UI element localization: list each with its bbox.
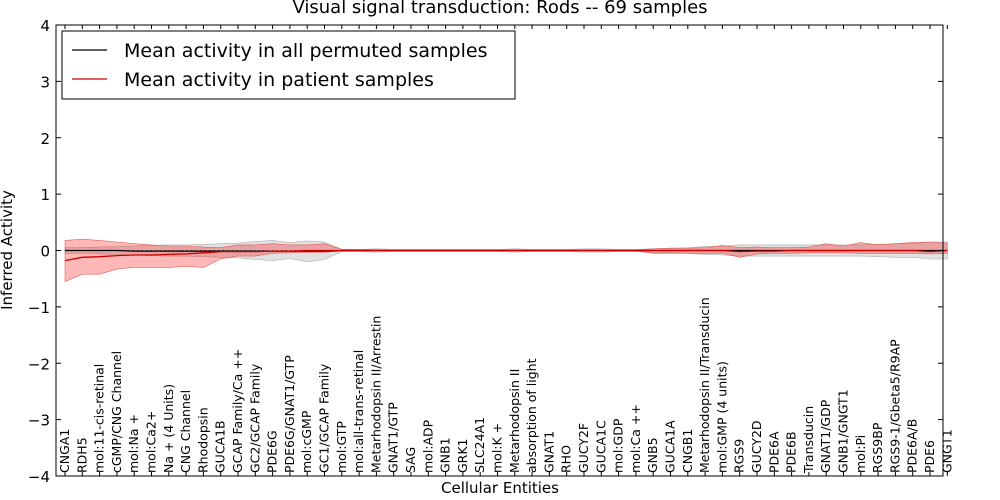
x-tick-label: PDE6 [922,440,937,473]
x-tick-label: GUCA1B [213,420,228,473]
x-tick-label: Metarhodopsin II/Arrestin [368,316,383,473]
y-tick-label: −4 [28,468,50,486]
x-tick-label: GC1/GCAP Family [317,363,332,473]
x-tick-label: RGS9-1/Gbeta5/R9AP [887,339,902,473]
y-tick-label: −3 [28,412,50,430]
plot-frame [55,24,944,477]
y-tick-label: 4 [40,17,50,35]
x-tick-label: mol:Ca ++ [628,404,643,473]
x-tick-label: PDE6A [766,431,781,473]
x-tick-label: RGS9 [732,439,747,473]
x-tick-label: GUCY2D [749,420,764,473]
y-axis-label: Inferred Activity [0,190,16,310]
x-tick-label: mol:GMP (4 units) [714,361,729,473]
x-tick-label: mol:K + [490,423,505,473]
x-tick-label: RHO [559,445,574,473]
x-tick-label: Metarhodopsin II/Transducin [697,297,712,473]
x-axis-label: Cellular Entities [441,479,559,497]
y-axis: 4 3 2 1 0 −1 −2 −3 −4 [28,17,943,486]
x-tick-label: GNB1 [438,437,453,473]
x-tick-label: SAG [403,447,418,473]
x-tick-label: absorption of light [524,358,539,473]
chart-title: Visual signal transduction: Rods -- 69 s… [292,0,707,18]
x-tick-label: SLC24A1 [472,417,487,473]
x-tick-label: mol:ADP [420,419,435,473]
x-tick-label: GCAP Family/Ca ++ [230,349,245,473]
x-tick-label: mol:Pi [853,435,868,473]
x-tick-label: GNGT1 [939,429,954,473]
x-tick-label: PDE6A/B [905,419,920,473]
x-tick-label: GNB5 [645,437,660,473]
x-tick-label: GUCY2F [576,423,591,473]
x-tick-label: mol:GTP [334,421,349,473]
x-tick-label: mol:Ca2+ [144,411,159,473]
y-tick-label: 3 [40,73,50,91]
x-tick-label: mol:cGMP [299,410,314,473]
legend-label-patient: Mean activity in patient samples [124,69,434,91]
x-tick-label: Rhodopsin [195,407,210,473]
x-tick-label: RDH5 [74,437,89,473]
x-tick-label: mol:11-cis-retinal [92,364,107,473]
x-tick-label: Na + (4 Units) [161,384,176,473]
x-tick-label: CNGA1 [57,429,72,473]
y-tick-label: 0 [40,243,50,261]
x-tick-label: mol:Na + [126,414,141,473]
x-tick-label: GNB1/GNGT1 [836,389,851,473]
x-tick-label: GC2/GCAP Family [247,363,262,473]
x-tick-label: mol:GDP [611,418,626,473]
x-tick-label: mol:all-trans-retinal [351,350,366,473]
legend: Mean activity in all permuted samples Me… [61,30,516,100]
x-tick-label: Metarhodopsin II [507,369,522,473]
x-tick-label: GUCA1C [593,420,608,473]
x-tick-label: GNAT1 [541,431,556,473]
y-tick-label: −2 [28,355,50,373]
x-tick-label: PDE6G/GNAT1/GTP [282,355,297,473]
y-tick-label: 2 [40,130,50,148]
x-tick-label: CNGB1 [680,429,695,473]
x-tick-label: PDE6B [784,431,799,473]
x-tick-label: Transducin [801,406,816,474]
x-tick-label: cGMP/CNG Channel [109,351,124,473]
series-line-patient [64,249,948,262]
x-tick-label: GUCA1A [663,420,678,473]
x-tick-label: GNAT1/GDP [818,399,833,473]
x-tick-label: GRK1 [455,438,470,473]
y-tick-label: −1 [28,299,50,317]
plot-area [64,238,948,282]
x-tick-label: CNG Channel [178,390,193,473]
legend-box [61,30,516,100]
x-tick-label: RGS9BP [870,422,885,473]
x-tick-label: PDE6G [265,430,280,473]
legend-label-permuted: Mean activity in all permuted samples [124,40,487,62]
y-tick-label: 1 [40,186,50,204]
x-tick-label: GNAT1/GTP [386,402,401,473]
